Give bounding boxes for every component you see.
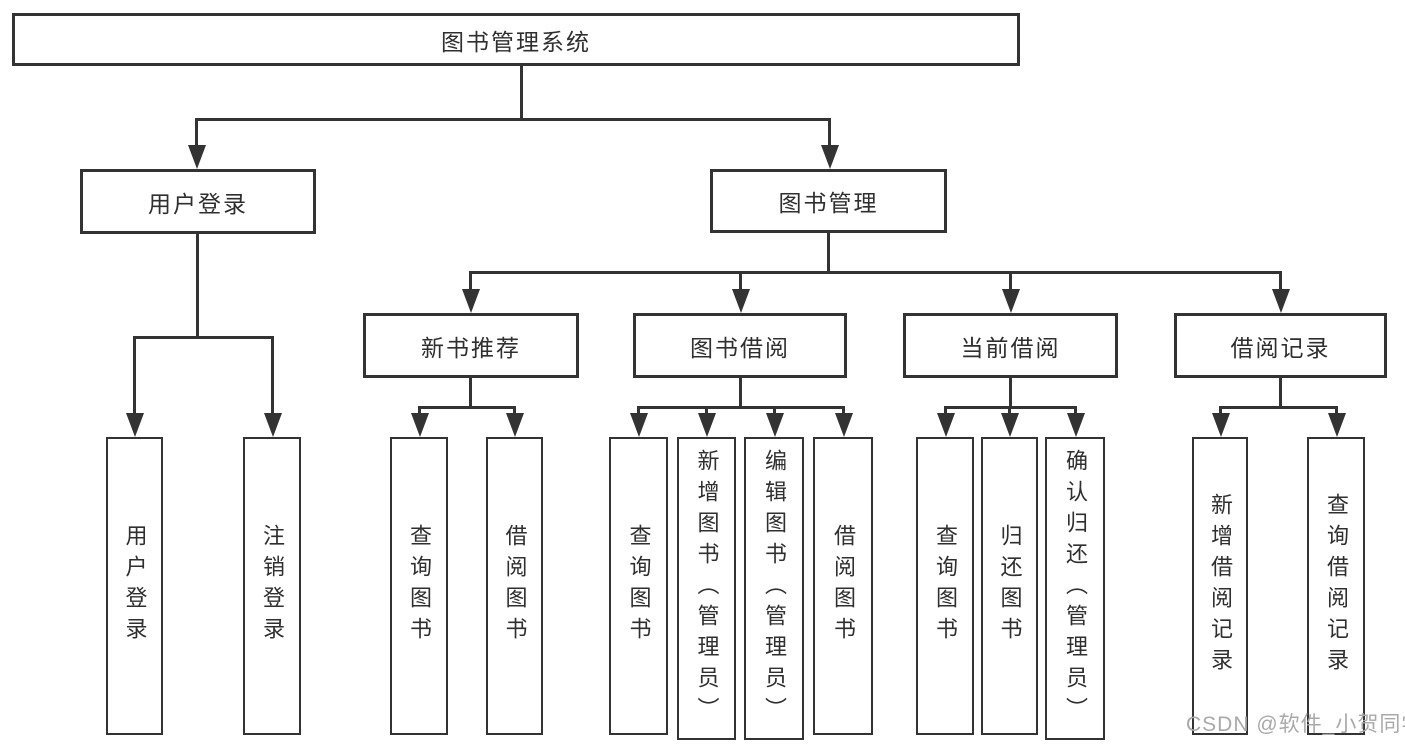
connector-shaft	[133, 336, 136, 414]
leaf-label: 编辑图书（管理员）	[762, 449, 787, 728]
connector-current-trunk	[1009, 378, 1012, 406]
arrow-down-icon	[411, 413, 429, 437]
node-label: 借阅记录	[1230, 334, 1331, 361]
arrow-down-icon	[732, 289, 750, 313]
connector-records-trunk	[1279, 378, 1282, 406]
arrow-down-icon	[698, 413, 716, 437]
connector-shaft	[1074, 406, 1077, 416]
connector-root-trunk	[520, 66, 523, 118]
leaf-label: 借阅图书	[502, 524, 528, 648]
leaf-confirm-return-admin: 确认归还（管理员）	[1045, 437, 1105, 740]
connector-newbook-trunk	[469, 378, 472, 406]
connector-shaft	[513, 406, 516, 416]
node-user-login: 用户登录	[80, 169, 316, 234]
leaf-user-login: 用户登录	[106, 437, 163, 735]
node-label: 新书推荐	[421, 334, 521, 361]
connector-shaft	[418, 406, 421, 416]
node-current-borrowing: 当前借阅	[903, 313, 1118, 378]
leaf-logout: 注销登录	[243, 437, 301, 735]
leaf-query-books-recommend: 查询图书	[390, 437, 448, 735]
leaf-add-book-admin: 新增图书（管理员）	[677, 437, 736, 740]
leaf-label: 归还图书	[997, 524, 1023, 648]
connector-shaft	[773, 406, 776, 416]
arrow-down-icon	[1067, 413, 1085, 437]
connector-shaft	[739, 271, 742, 291]
arrow-down-icon	[506, 413, 524, 437]
connector-shaft	[1009, 271, 1012, 291]
connector-shaft	[271, 336, 274, 414]
leaf-add-borrow-record: 新增借阅记录	[1192, 437, 1248, 735]
connector-root-branch	[195, 118, 831, 121]
arrow-down-icon	[630, 413, 648, 437]
node-book-borrowing: 图书借阅	[633, 313, 847, 378]
leaf-label: 借阅图书	[831, 524, 856, 648]
leaf-label: 新增图书（管理员）	[694, 449, 720, 728]
arrow-down-icon	[766, 413, 784, 437]
connector-shaft	[1279, 271, 1282, 291]
connector-records-branch	[1219, 406, 1337, 409]
connector-bookmgmt-branch	[469, 271, 1282, 274]
arrow-down-icon	[1328, 413, 1346, 437]
node-library-management-system: 图书管理系统	[12, 13, 1020, 66]
leaf-label: 查询图书	[407, 524, 432, 648]
leaf-label: 注销登录	[260, 524, 285, 648]
leaf-label: 查询图书	[626, 524, 652, 648]
leaf-label: 查询借阅记录	[1324, 493, 1349, 679]
arrow-down-icon	[937, 413, 955, 437]
leaf-query-books-borrowing: 查询图书	[609, 437, 668, 735]
leaf-borrow-books-recommend: 借阅图书	[486, 437, 543, 735]
node-borrowing-records: 借阅记录	[1174, 313, 1387, 378]
leaf-borrow-books-borrowing: 借阅图书	[813, 437, 873, 735]
connector-userlogin-trunk	[196, 234, 199, 336]
connector-borrowing-branch	[637, 406, 844, 409]
leaf-edit-book-admin: 编辑图书（管理员）	[744, 437, 804, 740]
leaf-label: 新增借阅记录	[1208, 493, 1233, 679]
arrow-down-icon	[188, 145, 206, 169]
connector-shaft	[944, 406, 947, 416]
connector-shaft	[1335, 406, 1338, 416]
watermark: CSDN @软件_小贺同学	[1186, 713, 1405, 736]
arrow-down-icon	[835, 413, 853, 437]
arrow-down-icon	[264, 413, 282, 437]
connector-borrowing-trunk	[739, 378, 742, 406]
leaf-label: 确认归还（管理员）	[1063, 449, 1088, 728]
connector-bookmgmt-trunk	[827, 233, 830, 271]
node-book-management: 图书管理	[710, 169, 947, 233]
connector-shaft	[828, 118, 831, 146]
connector-userlogin-branch	[133, 336, 274, 339]
connector-shaft	[705, 406, 708, 416]
node-label: 图书借阅	[690, 334, 790, 361]
node-label: 当前借阅	[960, 334, 1061, 361]
connector-shaft	[1008, 406, 1011, 416]
arrow-down-icon	[1272, 289, 1290, 313]
node-new-book-recommendation: 新书推荐	[363, 313, 579, 378]
leaf-label: 查询图书	[933, 524, 958, 648]
leaf-query-borrow-record: 查询借阅记录	[1307, 437, 1365, 735]
node-label: 图书管理系统	[441, 28, 591, 55]
connector-shaft	[842, 406, 845, 416]
arrow-down-icon	[126, 413, 144, 437]
connector-shaft	[1219, 406, 1222, 416]
arrow-down-icon	[1001, 413, 1019, 437]
connector-shaft	[195, 118, 198, 146]
arrow-down-icon	[462, 289, 480, 313]
arrow-down-icon	[821, 145, 839, 169]
connector-shaft	[469, 271, 472, 291]
leaf-label: 用户登录	[122, 524, 148, 648]
leaf-query-books-current: 查询图书	[916, 437, 974, 735]
arrow-down-icon	[1212, 413, 1230, 437]
node-label: 图书管理	[778, 190, 879, 216]
leaf-return-book: 归还图书	[981, 437, 1038, 735]
connector-shaft	[637, 406, 640, 416]
arrow-down-icon	[1002, 289, 1020, 313]
connector-newbook-branch	[418, 406, 516, 409]
node-label: 用户登录	[148, 190, 248, 217]
